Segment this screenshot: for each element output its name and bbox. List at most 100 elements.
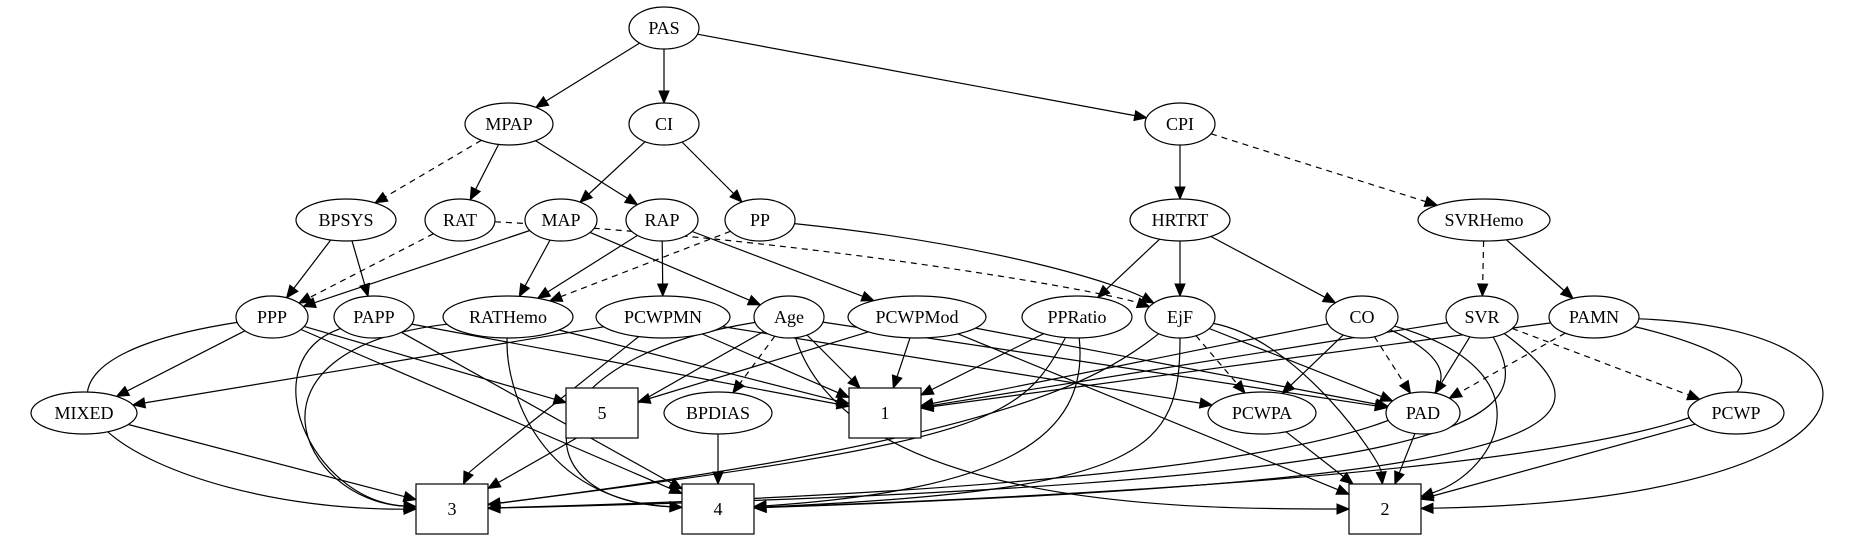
node-label: PCWPA [1232,403,1292,423]
node-co: CO [1325,295,1399,339]
node-label: 2 [1381,499,1390,519]
edge-pamn-to-n4 [752,325,1743,514]
node-label: 3 [448,499,457,519]
node-label: PPP [257,307,287,327]
edge-svr-to-n3 [486,336,1506,514]
node-label: BPDIAS [686,403,750,423]
node-label: CPI [1166,114,1194,134]
node-shape [628,102,700,146]
node-shape [1687,391,1785,435]
node-papp: PAPP [333,295,415,339]
edge-svrhemo-to-svr [1476,240,1489,298]
edge-pcwp-to-n2 [1419,423,1696,502]
node-shape [724,198,796,242]
node-n4: 4 [681,483,755,535]
node-shape [235,295,309,339]
node-n2: 2 [1348,483,1422,535]
node-shape [1348,483,1422,535]
edge-rathemo-to-n3 [304,323,448,512]
node-shape [333,295,415,339]
node-rat: RAT [424,198,496,242]
node-label: PCWPMod [875,307,958,327]
edge-pcwpmod-to-n2 [957,333,1351,495]
edge-pamn-to-n2 [1419,318,1824,514]
node-shape [1417,198,1551,242]
node-ppratio: PPRatio [1021,295,1133,339]
node-shape [464,102,554,146]
edge-ci-to-map [579,141,646,204]
edge-pas-to-ci [658,49,670,105]
node-shape [295,198,397,242]
node-shape [30,391,138,435]
edge-hrtrt-to-ppratio [1096,238,1161,299]
node-shape [847,295,987,339]
edge-pcwpmn-to-mixed [131,326,604,409]
edge-rap-to-rathemo [536,234,638,299]
node-shape [681,483,755,535]
edge-ejf-to-pad [1208,327,1394,402]
edge-cpi-to-svrhemo [1210,133,1439,207]
node-shape [628,6,700,50]
node-svrhemo: SVRHemo [1417,198,1551,242]
node-shape [1325,295,1399,339]
edge-co-to-pcwpa [1281,334,1344,395]
edge-rathemo-to-n1 [558,329,851,407]
node-pcwpmn: PCWPMN [595,295,731,339]
node-label: Age [774,307,804,327]
node-map: MAP [524,198,598,242]
node-label: 1 [881,403,890,423]
edge-hrtrt-to-co [1210,235,1337,304]
node-pp: PP [724,198,796,242]
edge-pp-to-rathemo [548,230,731,302]
node-shape [1129,198,1231,242]
node-bpdias: BPDIAS [663,391,773,435]
node-label: PCWP [1711,403,1760,423]
edge-papp-to-n4 [401,331,684,490]
node-label: PAS [648,18,679,38]
node-age: Age [753,295,825,339]
node-shape [1207,391,1317,435]
edge-ppratio-to-n1 [919,333,1044,396]
edge-ejf-to-pcwpa [1195,335,1246,395]
node-ppp: PPP [235,295,309,339]
node-label: MAP [541,210,580,230]
node-label: PPRatio [1047,307,1106,327]
edge-map-to-rathemo [518,239,551,298]
node-shape [415,483,489,535]
edge-pcwpmn-to-n1 [702,333,851,398]
node-label: PAD [1406,403,1440,423]
edge-ci-to-pp [681,141,743,203]
edge-rap-to-pcwpmod [691,230,876,302]
node-shape [524,198,598,242]
edge-map-to-ppp [301,229,530,308]
node-shape [1548,295,1640,339]
node-pcwpa: PCWPA [1207,391,1317,435]
node-shape [565,387,639,439]
node-label: CO [1349,307,1374,327]
node-svr: SVR [1445,295,1519,339]
edge-pcwpmod-to-n5 [636,331,869,404]
node-label: 5 [598,403,607,423]
node-shape [1144,102,1216,146]
edge-rap-to-pcwpmn [656,240,669,298]
node-pcwpmod: PCWPMod [847,295,987,339]
node-label: PCWPMN [624,307,702,327]
node-bpsys: BPSYS [295,198,397,242]
node-label: BPSYS [318,210,373,230]
edge-mpap-to-bpsys [373,139,482,204]
node-label: RATHemo [469,307,547,327]
edge-rat-to-ejf [494,221,1151,309]
edge-pcwpmod-to-n1 [891,337,911,390]
node-label: RAP [644,210,679,230]
node-shape [595,295,731,339]
node-label: MIXED [55,403,114,423]
edge-svrhemo-to-pamn [1506,239,1574,300]
node-shape [1445,295,1519,339]
edge-pas-to-mpap [534,42,640,109]
node-cpi: CPI [1144,102,1216,146]
node-shape [663,391,773,435]
node-rap: RAP [625,198,699,242]
edge-pamn-to-n1 [919,322,1551,413]
node-label: PAMN [1569,307,1619,327]
